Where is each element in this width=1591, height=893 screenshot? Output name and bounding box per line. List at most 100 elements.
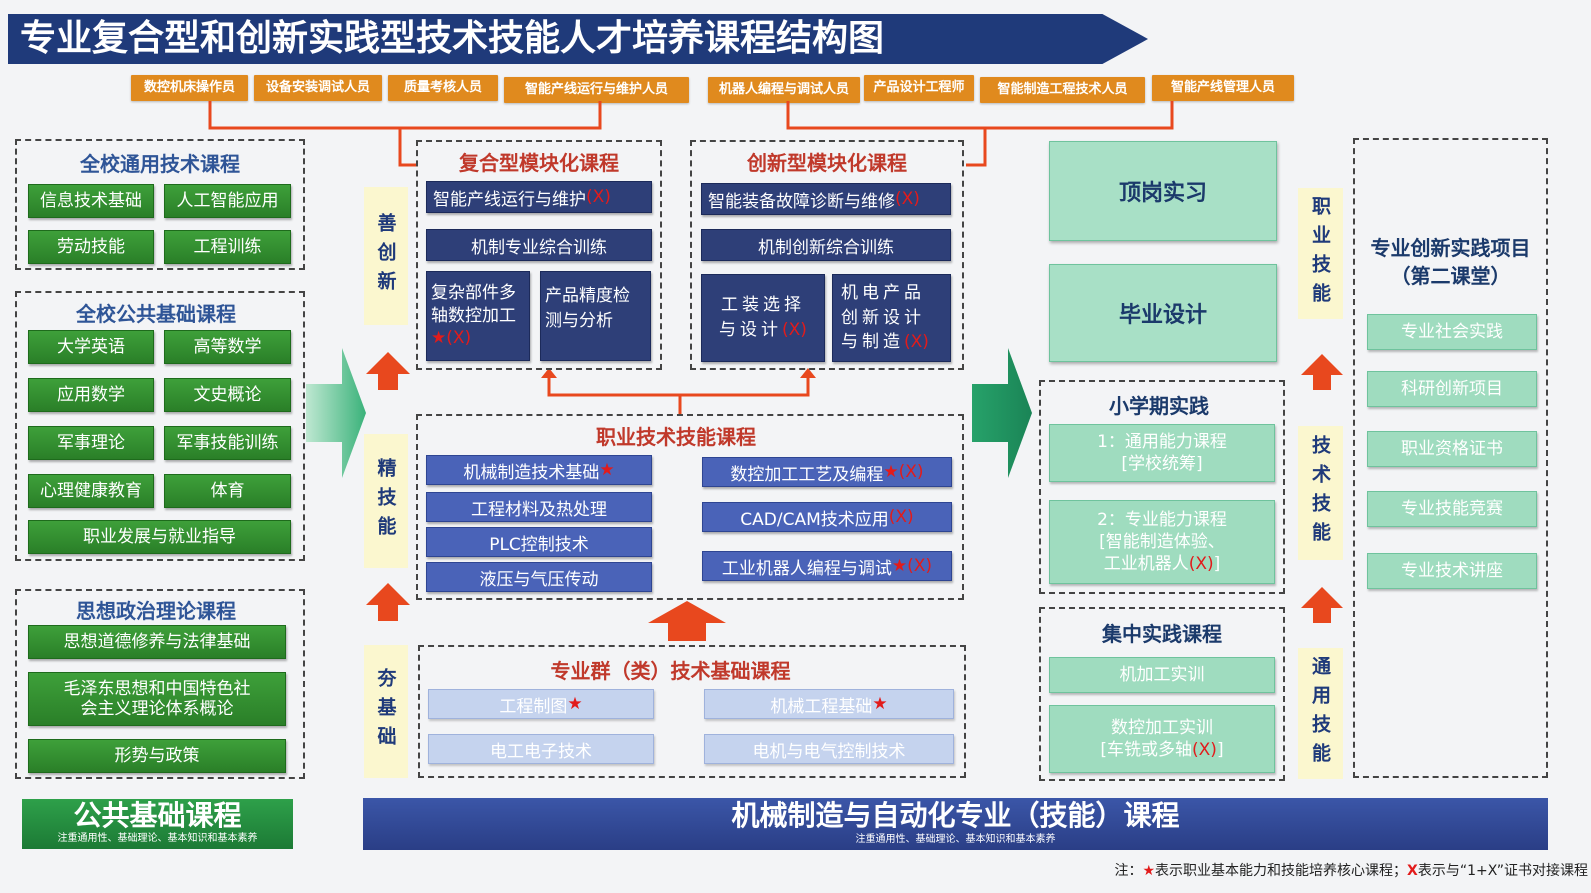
section-title: 全校公共基础课程	[76, 302, 236, 326]
section-title: 思想政治理论课程	[76, 599, 236, 623]
course-item: 复杂部件多轴数控加工★(X)	[426, 271, 530, 361]
star-marker: ★	[891, 556, 908, 576]
course-label: 工装选择与设计	[719, 295, 805, 340]
role-tag: 智能产线管理人员	[1152, 75, 1294, 101]
course-item: 机加工实训	[1049, 657, 1275, 693]
footer-subtitle: 注重通用性、基础理论、基本知识和基本素养	[855, 834, 1056, 845]
course-line: ]	[1216, 740, 1224, 760]
course-item: 大学英语	[28, 330, 154, 364]
course-label: 数控加工工艺及编程	[730, 464, 884, 485]
course-item: 1：通用能力课程 [学校统筹]	[1049, 424, 1275, 482]
course-label: 复杂部件多轴数控加工	[431, 282, 516, 326]
vocational-panel	[416, 414, 964, 600]
up-arrow-icon	[366, 352, 410, 390]
public-footer: 公共基础课程 注重通用性、基础理论、基本知识和基本素养	[22, 799, 293, 849]
centralized-panel	[1039, 607, 1285, 781]
course-item: 军事理论	[28, 426, 154, 460]
title-line: （第二课堂）	[1390, 264, 1511, 288]
role-tag: 设备安装调试人员	[254, 75, 382, 101]
course-line: 工业机器人	[1103, 554, 1189, 575]
footnote: 注：★表示职业基本能力和技能培养核心课程；X表示与“1+X”证书对接课程	[1018, 860, 1588, 882]
short-term-panel	[1039, 380, 1285, 594]
side-label-innovate: 善创新	[364, 187, 408, 325]
course-item: 工程制图★	[428, 689, 654, 719]
course-item: PLC控制技术	[426, 527, 652, 557]
role-tag: 智能制造工程技术人员	[980, 77, 1145, 103]
course-item: 专业社会实践	[1367, 314, 1537, 350]
role-tag: 质量考核人员	[388, 75, 498, 101]
course-item: 劳动技能	[28, 230, 154, 264]
course-label: 工程制图	[499, 696, 568, 717]
side-label-foundation: 夯基础	[364, 645, 408, 778]
star-marker: ★	[599, 460, 615, 480]
course-item: 文史概论	[164, 378, 291, 412]
x-marker: (X)	[895, 189, 920, 209]
course-item: 数控加工工艺及编程★(X)	[702, 457, 952, 487]
up-arrow-icon	[1301, 354, 1343, 390]
course-line: 毛泽东思想和中国特色社	[63, 678, 251, 699]
course-item: 工程材料及热处理	[426, 492, 652, 522]
course-label: 智能装备故障诊断与维修	[708, 191, 895, 212]
course-item: 机械工程基础★	[704, 689, 954, 719]
x-marker: X	[1407, 863, 1418, 879]
x-marker: (X)	[904, 332, 929, 353]
x-marker: (X)	[1188, 554, 1214, 575]
public-basic-panel	[15, 291, 305, 561]
course-line: 1：通用能力课程	[1097, 431, 1227, 452]
footer-subtitle: 注重通用性、基础理论、基本知识和基本素养	[57, 833, 258, 844]
section-title: 集中实践课程	[1102, 622, 1222, 646]
star-marker: ★	[567, 694, 583, 714]
composite-panel	[416, 140, 662, 370]
course-item: 信息技术基础	[28, 184, 154, 218]
role-tag: 机器人编程与调试人员	[708, 77, 860, 103]
side-label-technical: 技术技能	[1298, 426, 1343, 560]
side-label-general: 通用技能	[1298, 648, 1343, 779]
course-item: 专业技术讲座	[1367, 553, 1537, 589]
section-title: 职业技术技能课程	[596, 425, 756, 449]
course-item: 职业发展与就业指导	[28, 520, 291, 554]
course-line: [学校统筹]	[1121, 454, 1203, 474]
up-arrow-icon	[1301, 587, 1343, 623]
course-item: 形势与政策	[28, 739, 286, 773]
note-star-text: 表示职业基本能力和技能培养核心课程；	[1155, 863, 1408, 879]
section-title: 全校通用技术课程	[80, 152, 240, 176]
side-label-refine: 精技能	[364, 434, 408, 568]
section-title: 专业群（类）技术基础课程	[550, 659, 791, 683]
course-item: 智能装备故障诊断与维修(X)	[701, 183, 951, 215]
course-item: 机制专业综合训练	[426, 229, 652, 261]
course-label: 工业机器人编程与调试	[721, 558, 892, 579]
page-title: 专业复合型和创新实践型技术技能人才培养课程结构图	[8, 14, 1148, 64]
course-item: 电机与电气控制技术	[704, 734, 954, 764]
graduation-box: 毕业设计	[1049, 264, 1277, 362]
course-item: 产品精度检测与分析	[540, 271, 651, 361]
second-class-panel	[1353, 138, 1548, 778]
course-item: CAD/CAM技术应用(X)	[702, 502, 952, 532]
course-item: 数控加工实训 [车铣或多轴(X)]	[1049, 705, 1275, 773]
course-item: 2：专业能力课程 [智能制造体验、 工业机器人(X)]	[1049, 500, 1275, 584]
course-label: 机电产品创新设计与制造	[841, 283, 925, 353]
course-item: 液压与气压传动	[426, 562, 652, 592]
up-arrow-icon	[648, 601, 726, 641]
role-tag: 产品设计工程师	[864, 75, 974, 101]
group-basic-panel	[418, 645, 966, 778]
note-prefix: 注：	[1114, 863, 1143, 879]
star-marker: ★	[431, 328, 447, 349]
ideology-panel	[15, 589, 305, 779]
course-item: 应用数学	[28, 378, 154, 412]
title-line: 专业创新实践项目	[1370, 236, 1531, 260]
course-item: 机电产品创新设计与制造(X)	[832, 274, 951, 362]
footer-title: 公共基础课程	[73, 799, 242, 832]
course-label: CAD/CAM技术应用	[740, 509, 889, 530]
course-label: 机械工程基础	[770, 696, 873, 717]
x-marker: (X)	[1192, 740, 1217, 760]
major-footer: 机械制造与自动化专业（技能）课程 注重通用性、基础理论、基本知识和基本素养	[363, 798, 1548, 850]
x-marker: (X)	[782, 320, 807, 340]
course-item: 高等数学	[164, 330, 291, 364]
course-item: 机制创新综合训练	[701, 229, 951, 261]
big-arrow-icon	[306, 348, 366, 478]
course-label: 机械制造技术基础	[463, 462, 600, 483]
second-class-title: 专业创新实践项目 （第二课堂）	[1353, 234, 1548, 290]
course-item: 军事技能训练	[164, 426, 291, 460]
footer-title: 机械制造与自动化专业（技能）课程	[731, 799, 1180, 832]
role-tag: 数控机床操作员	[131, 75, 248, 101]
